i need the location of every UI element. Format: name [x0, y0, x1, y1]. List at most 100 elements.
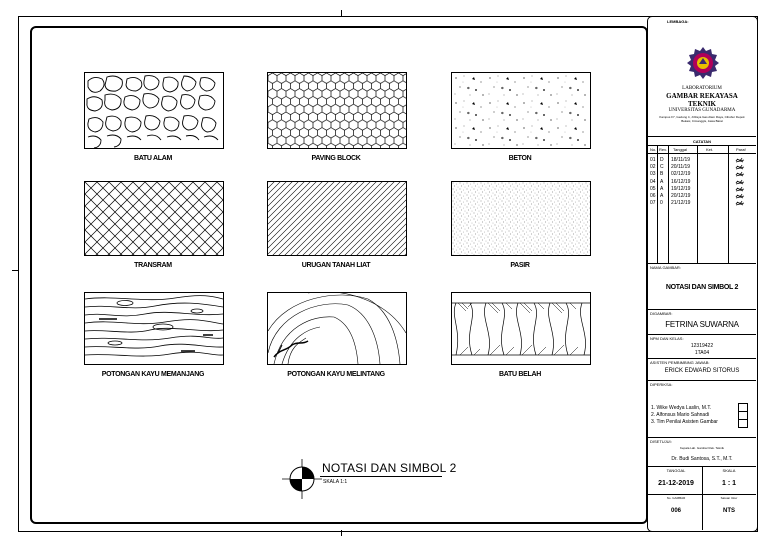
university-address-2: Bekasi, Cimanggis, Jawa Barat	[681, 119, 723, 123]
pattern-batu-alam	[84, 72, 224, 149]
table-col-line	[668, 145, 669, 263]
no-gambar-label: No. GAMBAR	[666, 496, 686, 500]
tanggal-label: TANGGAL	[666, 468, 686, 473]
drawing-title: NOTASI DAN SIMBOL 2	[322, 461, 457, 475]
university-name: UNIVERSITAS GUNADARMA	[668, 108, 736, 113]
table-col-line	[728, 145, 729, 263]
catatan-label: CATATAN	[692, 139, 712, 144]
asisten: ERICK EDWARD SITORUS	[664, 368, 740, 374]
revision-tgl: 21/12/19	[671, 200, 691, 207]
revision-no: 03	[650, 171, 656, 178]
revision-no: 02	[650, 164, 656, 171]
disetujui-label: DISETUJUI:	[650, 439, 672, 444]
digambar: FETRINA SUWARNA	[665, 320, 739, 329]
label-beton: BETON	[508, 155, 532, 162]
label-transram: TRANSRAM	[134, 262, 172, 269]
center-mark-left	[12, 270, 18, 271]
divider	[648, 334, 756, 335]
revision-no: 06	[650, 193, 656, 199]
revision-tgl: 16/12/19	[671, 178, 691, 185]
university-logo	[686, 46, 720, 80]
revision-rev: 0	[660, 200, 663, 207]
kelas: 1TA04	[694, 350, 710, 356]
paraf-signature	[735, 172, 745, 177]
pattern-beton	[451, 72, 591, 149]
label-pasir: PASIR	[510, 262, 530, 269]
revision-rev: C	[660, 164, 664, 171]
diperiksa-label: DIPERIKSA:	[650, 382, 673, 387]
label-potongan-kayu-memanjang: POTONGAN KAYU MEMANJANG	[101, 371, 205, 378]
col-tanggal: Tanggal	[673, 147, 688, 152]
col-rev: Rev.	[659, 147, 667, 152]
label-batu-belah: BATU BELAH	[499, 371, 541, 378]
label-urugan-tanah-liat: URUGAN TANAH LIAT	[301, 262, 371, 269]
section-marker-symbol	[282, 459, 322, 499]
revision-rev: A	[660, 193, 664, 199]
divider	[648, 380, 756, 381]
center-mark-bottom	[341, 530, 342, 536]
drawing-scale: SKALA 1:1	[323, 479, 348, 485]
lab-line-2: GAMBAR REKAYASA	[666, 92, 738, 100]
revision-tgl: 20/11/19	[671, 164, 691, 171]
pattern-paving-block	[267, 72, 407, 149]
revision-rev: A	[660, 178, 664, 185]
revision-tgl: 02/12/19	[671, 171, 691, 178]
revision-tgl: 20/12/19	[671, 193, 691, 199]
col-no: No.	[650, 147, 657, 152]
npm: 12319422	[690, 343, 714, 349]
revision-tgl: 18/11/19	[671, 157, 691, 163]
asisten-label: ASISTEN PEMBIMBING JAWAB:	[650, 360, 710, 365]
digambar-label: DIGAMBAR:	[650, 311, 673, 316]
label-paving-block: PAVING BLOCK	[311, 155, 361, 162]
col-paraf: Paraf	[736, 147, 746, 152]
check-box-3[interactable]	[738, 419, 748, 428]
no-gambar: 006	[670, 508, 681, 514]
pattern-transram	[84, 181, 224, 256]
center-mark-top	[341, 10, 342, 16]
revision-rev: B	[660, 171, 664, 178]
npm-label: NPM DAN KELAS:	[650, 336, 684, 341]
divider	[648, 437, 756, 438]
revision-no: 04	[650, 178, 656, 185]
paraf-signature	[735, 165, 745, 170]
title-underline	[320, 476, 442, 477]
divider	[648, 309, 756, 310]
paraf-signature	[735, 157, 745, 163]
divider	[648, 153, 756, 154]
divider	[648, 358, 756, 359]
table-col-line	[657, 145, 658, 263]
pattern-urugan-tanah-liat	[267, 181, 407, 256]
tb-col-line	[702, 466, 703, 530]
divider	[648, 136, 756, 137]
pattern-potongan-kayu-melintang	[267, 292, 407, 365]
revision-tgl: 19/12/19	[671, 185, 691, 192]
paraf-signature	[735, 201, 745, 206]
table-col-line	[697, 145, 698, 263]
diperiksa-3: 3. Tim Penilai Asisten Gambar	[651, 419, 718, 425]
paraf-signature	[735, 193, 745, 199]
lembaga-label: LEMBAGA:	[667, 19, 689, 24]
pattern-potongan-kayu-memanjang	[84, 292, 224, 365]
nama-gambar: NOTASI DAN SIMBOL 2	[665, 284, 739, 291]
revision-no: 05	[650, 185, 656, 192]
kepala: Dr. Budi Santosa, S.T., M.T.	[671, 456, 733, 462]
diperiksa-2: 2. Alfonsus Mario Sahnadi	[651, 412, 710, 418]
revision-rev: A	[660, 185, 664, 192]
tanggal: 21-12-2019	[658, 480, 694, 487]
skala-label: SKALA	[722, 468, 736, 473]
label-batu-alam: BATU ALAM	[133, 155, 173, 162]
kepala-label: Kepala Lab. Gambar Rek. Teknik	[680, 446, 724, 450]
pattern-batu-belah	[451, 292, 591, 365]
nama-gambar-label: NAMA GAMBAR:	[650, 265, 681, 270]
divider	[648, 494, 756, 495]
col-ket: Ket.	[706, 147, 714, 152]
skala: 1 : 1	[721, 480, 736, 487]
revision-no: 07	[650, 200, 656, 207]
revision-no: 01	[650, 157, 656, 163]
satuan-label: Satuan Ukur	[720, 496, 738, 500]
university-address: Kampus F7, Gedung 4, Jl.Raya Gas Alam Ra…	[659, 115, 745, 119]
paraf-signature	[735, 186, 745, 192]
label-potongan-kayu-melintang: POTONGAN KAYU MELINTANG	[287, 371, 385, 378]
revision-rev: D	[660, 157, 664, 163]
diperiksa-1: 1. Wike Wedya Laslin, M.T.	[651, 405, 712, 411]
